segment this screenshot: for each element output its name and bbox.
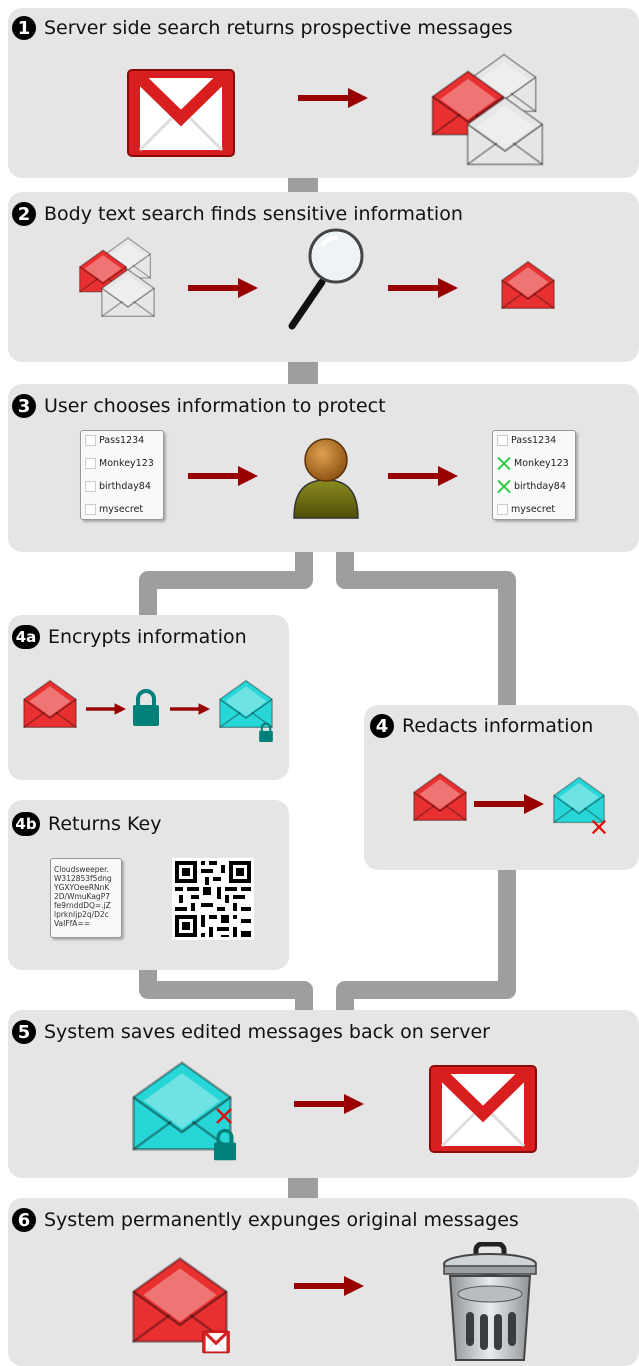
trash-icon	[443, 1242, 537, 1361]
step-2-number: 2	[12, 202, 36, 226]
envelope-icon	[412, 770, 468, 824]
step-5-label: System saves edited messages back on ser…	[44, 1021, 490, 1043]
step-6-number: 6	[12, 1208, 36, 1232]
checkbox	[85, 435, 96, 446]
checklist-item: mysecret	[85, 504, 143, 515]
step-3-number: 3	[12, 394, 36, 418]
red-x-icon	[590, 818, 608, 836]
checkbox	[85, 504, 96, 515]
user-icon	[293, 438, 359, 519]
step-6-panel	[8, 1198, 639, 1366]
lock-icon	[212, 1128, 238, 1162]
step-1-title: 1 Server side search returns prospective…	[12, 16, 513, 40]
arrow-icon	[474, 794, 544, 814]
gmail-icon	[428, 1064, 538, 1154]
key-note: Cloudsweeper. W312853f5dng YGXYOeeRNnK 2…	[50, 858, 122, 938]
arrow-icon	[188, 466, 258, 486]
green-check-icon	[497, 456, 511, 470]
step-2-label: Body text search finds sensitive informa…	[44, 203, 463, 225]
step-1-number: 1	[12, 16, 36, 40]
qr-code-icon	[172, 858, 254, 940]
checkbox	[497, 504, 508, 515]
arrow-icon	[388, 466, 458, 486]
arrow-icon	[388, 278, 458, 298]
step-6-title: 6 System permanently expunges original m…	[12, 1208, 519, 1232]
step-4-label: Redacts information	[402, 715, 594, 737]
lock-icon	[131, 688, 161, 728]
checkbox	[85, 458, 96, 469]
step-4a-label: Encrypts information	[48, 626, 247, 648]
connector-2-3	[288, 362, 318, 384]
arrow-icon	[170, 702, 210, 716]
step-5-title: 5 System saves edited messages back on s…	[12, 1020, 490, 1044]
step-1-label: Server side search returns prospective m…	[44, 17, 513, 39]
step-4-title: 4 Redacts information	[370, 714, 593, 738]
checklist-item: birthday84	[85, 481, 151, 492]
step-4b-title: 4b Returns Key	[12, 812, 161, 836]
step-3-label: User chooses information to protect	[44, 395, 386, 417]
envelope-icon	[22, 678, 78, 730]
step-4b-label: Returns Key	[48, 813, 162, 835]
arrow-icon	[298, 88, 368, 108]
checklist-before: Pass1234 Monkey123 birthday84 mysecret	[80, 430, 164, 520]
step-4a-title: 4a Encrypts information	[12, 625, 247, 649]
envelope-icon	[500, 258, 556, 312]
checklist-item: birthday84	[497, 479, 566, 493]
arrow-icon	[86, 702, 126, 716]
step-4a-number: 4a	[12, 625, 40, 649]
step-3-title: 3 User chooses information to protect	[12, 394, 386, 418]
step-5-number: 5	[12, 1020, 36, 1044]
checklist-item: Pass1234	[85, 435, 144, 446]
checklist-after: Pass1234 Monkey123 birthday84 mysecret	[492, 430, 576, 520]
checklist-item: Monkey123	[497, 456, 569, 470]
checklist-item: mysecret	[497, 504, 555, 515]
step-4-number: 4	[370, 714, 394, 738]
gmail-icon	[126, 68, 236, 158]
arrow-icon	[294, 1276, 364, 1296]
arrow-icon	[294, 1094, 364, 1114]
lock-icon	[258, 722, 274, 743]
checklist-item: Monkey123	[85, 458, 154, 469]
envelope-icon	[465, 95, 545, 167]
envelope-icon	[100, 266, 156, 320]
checkbox	[497, 435, 508, 446]
checklist-item: Pass1234	[497, 435, 556, 446]
arrow-icon	[188, 278, 258, 298]
magnifier-icon	[288, 228, 364, 330]
green-check-icon	[497, 479, 511, 493]
connector-5-6	[288, 1178, 318, 1200]
step-6-label: System permanently expunges original mes…	[44, 1209, 519, 1231]
gmail-icon	[202, 1330, 230, 1354]
red-x-icon	[214, 1106, 234, 1126]
step-2-title: 2 Body text search finds sensitive infor…	[12, 202, 463, 226]
checkbox	[85, 481, 96, 492]
step-4b-number: 4b	[12, 812, 40, 836]
